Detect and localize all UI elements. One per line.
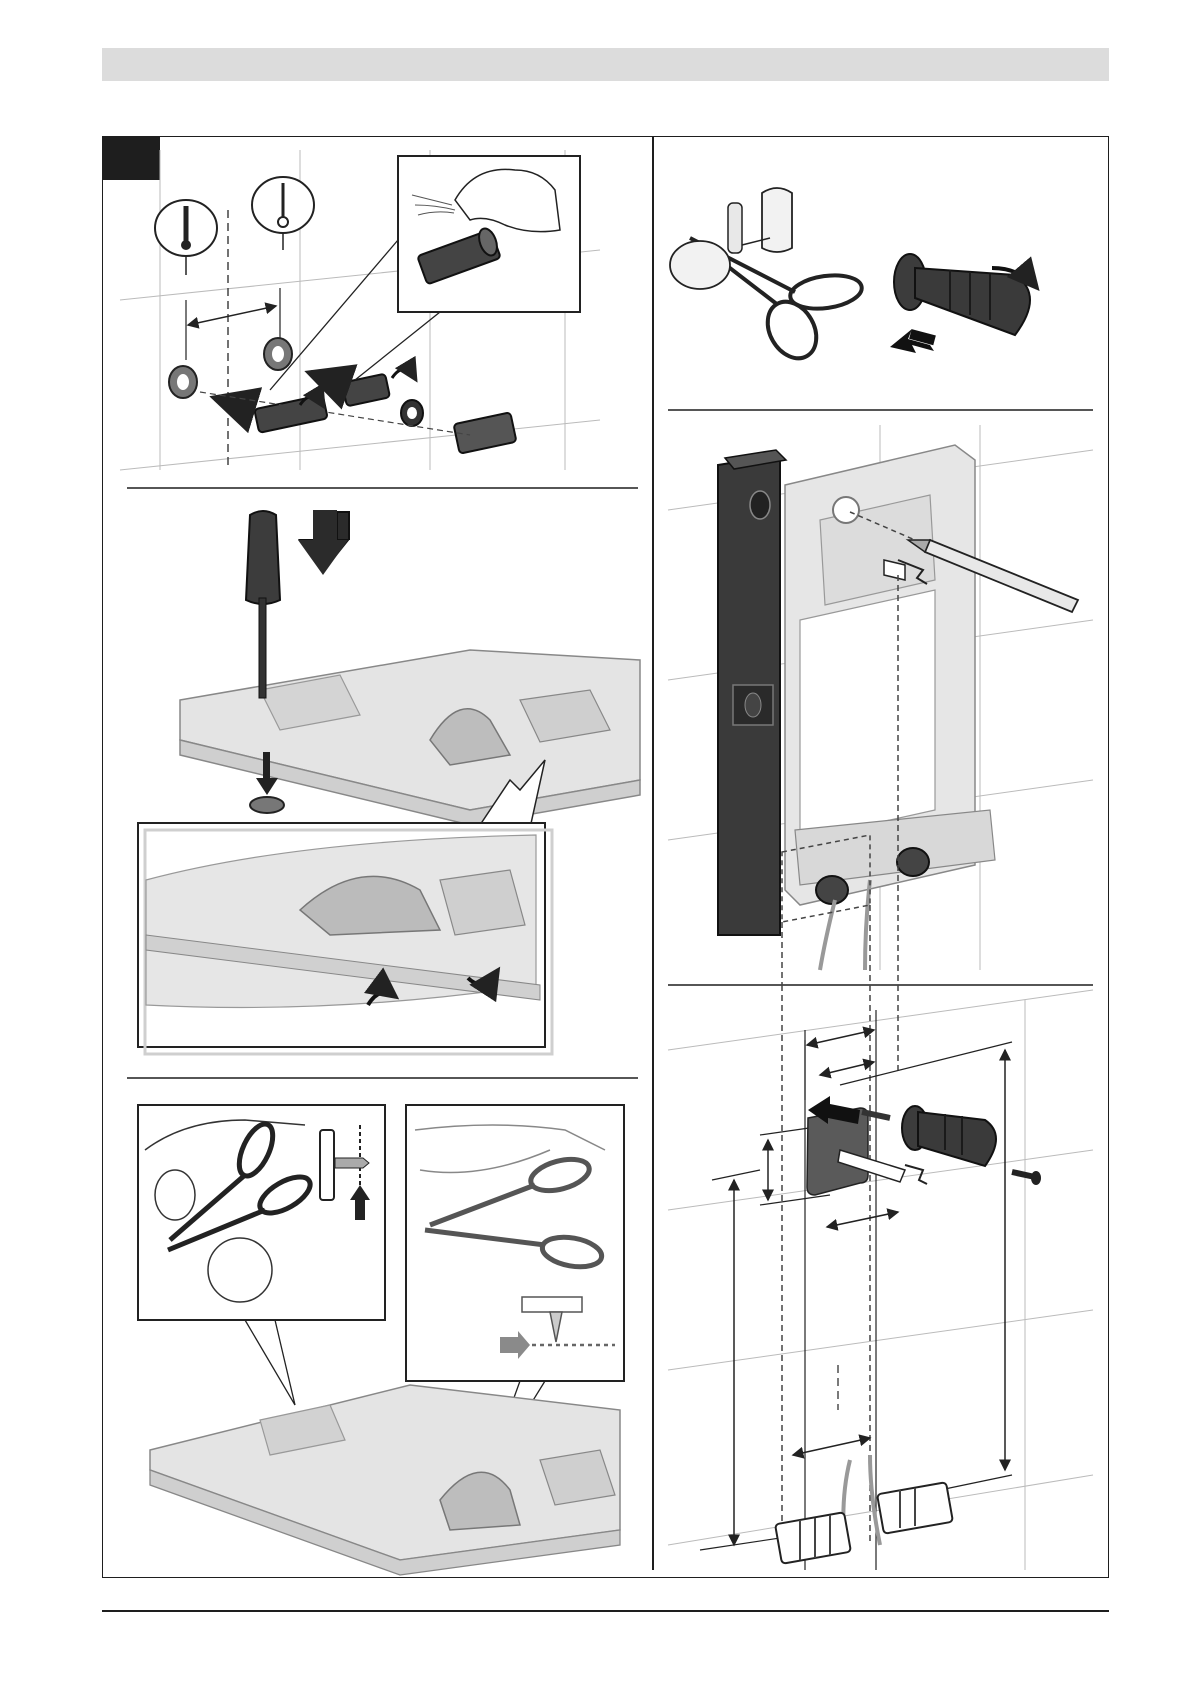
- panel-dimension-drawing: [668, 985, 1093, 1570]
- screwdriver-icon: [246, 511, 280, 698]
- spirit-level-icon: [718, 450, 786, 935]
- footer-rule: [102, 1610, 1109, 1612]
- panel-scissors-cut-out: [138, 1105, 624, 1575]
- panel-frame-marking: [668, 425, 1093, 985]
- dimension-arrow-icon: [807, 1030, 874, 1045]
- thermometer-icon: [252, 177, 314, 250]
- panel-sleeve-assembly: [670, 188, 1037, 367]
- dimension-arrow-icon: [820, 1062, 874, 1075]
- thermometer-icon: [155, 200, 217, 275]
- dimension-arrow-icon: [827, 1212, 898, 1227]
- panel-wall-connections: [120, 150, 600, 470]
- panel-screwdriver-break-out: [138, 510, 640, 1054]
